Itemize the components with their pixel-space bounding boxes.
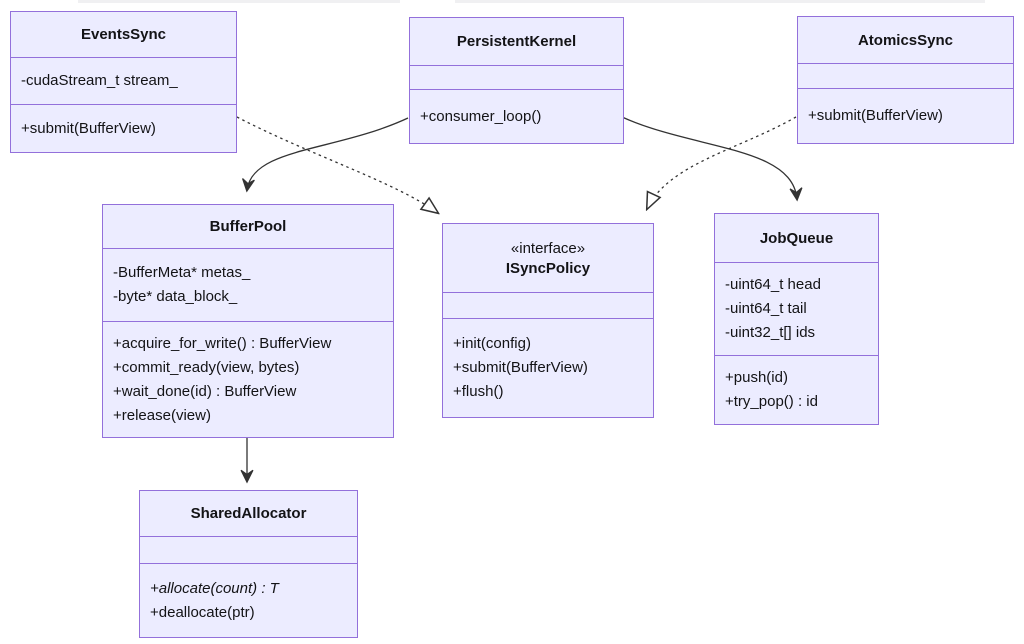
edge-atomicssync-realizes-isyncpolicy [647,116,797,209]
class-name: ISyncPolicy [505,259,591,277]
class-jobqueue-methods: +push(id) +try_pop() : id [715,356,878,424]
class-jobqueue-attributes: -uint64_t head -uint64_t tail -uint32_t[… [715,263,878,356]
class-persistentkernel-methods: +consumer_loop() [410,90,623,143]
stereotype-label: «interface» [510,239,586,257]
class-isyncpolicy-attributes [443,293,653,319]
method: +deallocate(ptr) [150,603,255,621]
class-sharedallocator: SharedAllocator +allocate(count) : T +de… [139,490,358,638]
edge-eventssync-realizes-isyncpolicy [236,116,438,213]
class-eventssync: EventsSync -cudaStream_t stream_ +submit… [10,11,237,153]
method: +wait_done(id) : BufferView [113,382,297,400]
method: +submit(BufferView) [453,359,588,376]
class-persistentkernel-title: PersistentKernel [410,18,623,66]
attribute: -uint64_t head [725,276,821,293]
class-eventssync-methods: +submit(BufferView) [11,105,236,152]
class-atomicssync: AtomicsSync +submit(BufferView) [797,16,1014,144]
attribute: -uint32_t[] ids [725,324,816,341]
class-name: SharedAllocator [190,505,307,522]
class-persistentkernel: PersistentKernel +consumer_loop() [409,17,624,144]
class-isyncpolicy-title: «interface» ISyncPolicy [443,224,653,293]
class-jobqueue-title: JobQueue [715,214,878,263]
cropped-edge-artifact-right [455,0,985,3]
cropped-edge-artifact-left [78,0,400,3]
attribute: -uint64_t tail [725,300,807,317]
class-eventssync-attributes: -cudaStream_t stream_ [11,58,236,105]
method: +submit(BufferView) [808,107,943,124]
class-bufferpool-title: BufferPool [103,205,393,249]
class-isyncpolicy-methods: +init(config) +submit(BufferView) +flush… [443,319,653,417]
class-name: AtomicsSync [857,31,954,49]
method: +flush() [453,383,504,400]
class-name: BufferPool [209,218,287,235]
attribute: -cudaStream_t stream_ [21,72,178,89]
method: +commit_ready(view, bytes) [113,358,300,376]
method: +init(config) [453,335,531,352]
class-name: PersistentKernel [456,33,577,50]
method-abstract: +allocate(count) : T [150,579,279,597]
method: +try_pop() : id [725,393,818,410]
class-jobqueue: JobQueue -uint64_t head -uint64_t tail -… [714,213,879,425]
class-atomicssync-methods: +submit(BufferView) [798,89,1013,143]
method: +push(id) [725,369,788,386]
class-atomicssync-title: AtomicsSync [798,17,1013,64]
class-sharedallocator-methods: +allocate(count) : T +deallocate(ptr) [140,564,357,637]
method: +acquire_for_write() : BufferView [113,334,332,352]
class-name: JobQueue [759,229,834,247]
class-isyncpolicy: «interface» ISyncPolicy +init(config) +s… [442,223,654,418]
edge-persistentkernel-to-bufferpool [247,117,409,190]
class-eventssync-title: EventsSync [11,12,236,58]
method: +release(view) [113,406,211,424]
class-atomicssync-attributes [798,64,1013,89]
class-persistentkernel-attributes [410,66,623,90]
class-sharedallocator-attributes [140,537,357,564]
attribute: -BufferMeta* metas_ [113,264,251,281]
edge-persistentkernel-to-jobqueue [621,116,797,199]
attribute: -byte* data_block_ [113,288,238,305]
method: +submit(BufferView) [21,119,156,137]
class-name: EventsSync [80,26,167,43]
class-bufferpool-methods: +acquire_for_write() : BufferView +commi… [103,322,393,437]
class-bufferpool: BufferPool -BufferMeta* metas_ -byte* da… [102,204,394,438]
class-bufferpool-attributes: -BufferMeta* metas_ -byte* data_block_ [103,249,393,322]
class-sharedallocator-title: SharedAllocator [140,491,357,537]
method: +consumer_loop() [420,107,542,125]
